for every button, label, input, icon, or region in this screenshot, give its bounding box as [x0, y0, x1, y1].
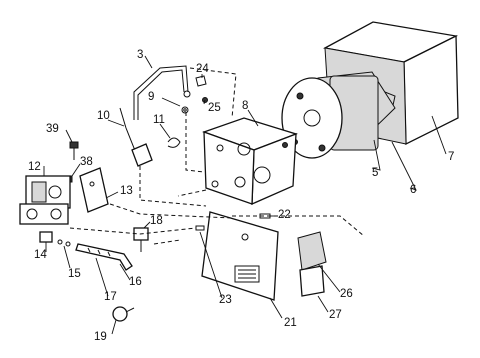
- callout-24: 24: [196, 63, 209, 75]
- callout-38: 38: [80, 156, 93, 168]
- callout-7: 7: [448, 151, 454, 163]
- callout-25: 25: [208, 102, 221, 114]
- callout-22: 22: [278, 209, 291, 221]
- part-inlet-fittings: [39, 231, 71, 247]
- assembly-lines: [69, 67, 365, 245]
- part-pilot-tube: [133, 65, 191, 120]
- part-valve-bracket: [63, 167, 109, 213]
- part-electrode: [133, 227, 149, 252]
- callout-11: 11: [153, 114, 165, 126]
- part-knob: [112, 306, 135, 322]
- callout-12: 12: [28, 161, 41, 173]
- callouts: 3 24 9 25 8 10 11 39 38 12 13 18 22 14 1…: [28, 49, 454, 343]
- callout-26: 26: [340, 288, 353, 300]
- callout-18: 18: [150, 215, 163, 227]
- callout-21: 21: [284, 317, 297, 329]
- callout-27: 27: [329, 309, 342, 321]
- callout-13: 13: [120, 185, 133, 197]
- callout-17: 17: [104, 291, 117, 303]
- callout-3: 3: [137, 49, 143, 61]
- part-clip: [167, 137, 181, 148]
- callout-39: 39: [46, 123, 59, 135]
- part-gas-valve: [19, 175, 71, 225]
- leader-lines: [43, 55, 447, 335]
- callout-15: 15: [68, 268, 81, 280]
- callout-23: 23: [219, 294, 232, 306]
- callout-19: 19: [94, 331, 107, 343]
- part-control-box: [202, 117, 298, 206]
- callout-9: 9: [148, 91, 154, 103]
- callout-8: 8: [242, 100, 248, 112]
- callout-5: 5: [372, 167, 378, 179]
- part-access-panel: [201, 211, 279, 301]
- part-burner-tube: [75, 243, 133, 271]
- callout-16: 16: [129, 276, 142, 288]
- part-thermocouple: [119, 107, 153, 167]
- callout-6: 6: [410, 184, 416, 196]
- part-bracket: [297, 231, 327, 297]
- callout-10: 10: [97, 110, 110, 122]
- callout-14: 14: [34, 249, 47, 261]
- part-screw: [69, 141, 79, 160]
- part-drum-cylinder: [281, 71, 396, 159]
- part-fittings: [181, 75, 208, 114]
